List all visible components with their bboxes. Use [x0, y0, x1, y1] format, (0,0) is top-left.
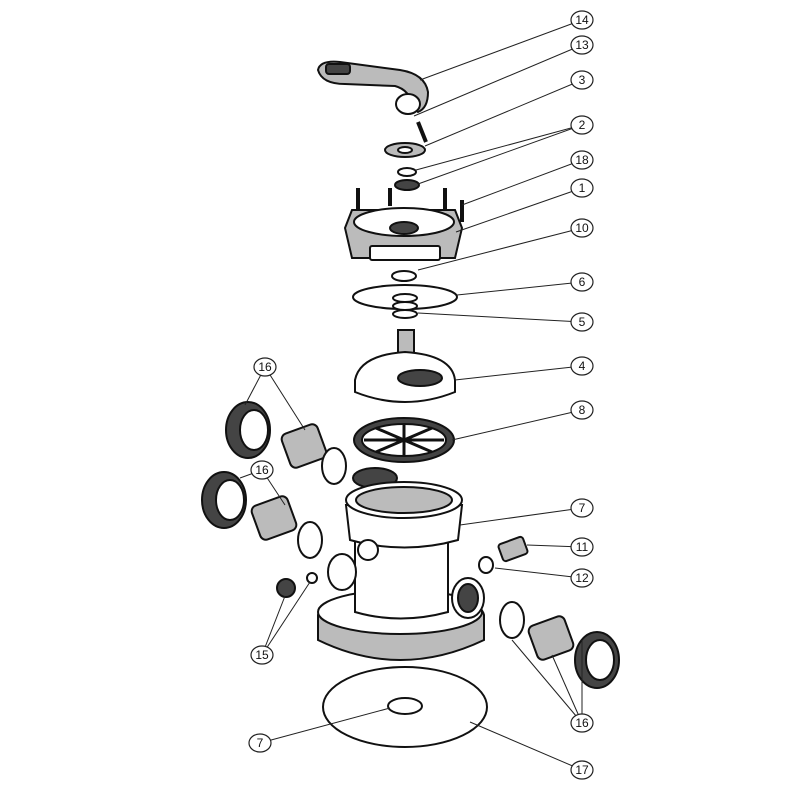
- part-o-ring: [397, 167, 417, 177]
- callout-circle: [570, 537, 594, 557]
- leader-line: [551, 654, 583, 724]
- leader-line: [261, 595, 286, 656]
- part-washer: [384, 142, 426, 158]
- part-spring: [392, 293, 418, 319]
- callout-label: 3: [579, 73, 586, 87]
- leader-line: [417, 312, 583, 323]
- part-o-ring: [394, 179, 420, 191]
- part-union-right: [499, 601, 620, 689]
- part-drain-fitting: [478, 535, 529, 574]
- callout-circle: [570, 568, 594, 588]
- callout-label: 16: [255, 463, 269, 477]
- part-screws: [356, 188, 464, 222]
- callout-label: 14: [575, 13, 589, 27]
- part-valve-body: [317, 467, 485, 661]
- callout-circle: [570, 400, 594, 420]
- callout-circle: [570, 272, 594, 292]
- part-union-middle: [201, 471, 323, 559]
- leader-line: [511, 639, 583, 724]
- leader-line: [417, 227, 583, 271]
- leader-line: [417, 124, 583, 185]
- leader-line: [415, 124, 583, 171]
- callout-label: 13: [575, 38, 589, 52]
- leader-line: [261, 581, 311, 656]
- callout-circle: [250, 645, 274, 665]
- part-union-upper: [225, 401, 347, 485]
- leader-line: [419, 19, 583, 81]
- part-seal-ring: [391, 270, 417, 282]
- callout-label: 18: [575, 153, 589, 167]
- callout-label: 11: [576, 540, 589, 554]
- callout-label: 1: [579, 181, 586, 195]
- callout-circle: [570, 312, 594, 332]
- callout-label: 15: [255, 648, 269, 662]
- callout-circle: [570, 760, 594, 780]
- leader-line: [456, 281, 583, 296]
- callout-label: 16: [258, 360, 272, 374]
- part-rotor: [354, 329, 456, 403]
- callout-circle: [570, 10, 594, 30]
- callout-circle: [570, 70, 594, 90]
- callout-label: 7: [257, 736, 264, 750]
- leader-line: [454, 365, 583, 381]
- leader-line: [451, 409, 583, 441]
- part-cover: [343, 207, 464, 261]
- leader-line: [413, 44, 583, 117]
- callout-circle: [248, 733, 272, 753]
- callout-label: 6: [579, 275, 586, 289]
- callout-circle: [253, 357, 277, 377]
- part-plug: [276, 572, 318, 598]
- part-handle: [316, 60, 430, 115]
- leader-line: [461, 159, 583, 206]
- callout-label: 16: [575, 716, 589, 730]
- leader-line: [494, 567, 583, 579]
- callout-circle: [570, 178, 594, 198]
- callout-circle: [570, 150, 594, 170]
- leader-line: [424, 79, 583, 147]
- leader-line: [264, 366, 306, 431]
- leader-line: [459, 507, 583, 526]
- callout-circle: [570, 713, 594, 733]
- callout-label: 5: [579, 315, 586, 329]
- callout-label: 10: [575, 221, 589, 235]
- callout-circle: [250, 460, 274, 480]
- part-pin: [416, 121, 428, 143]
- leader-line: [469, 721, 583, 771]
- leader-line: [259, 707, 391, 744]
- callout-circle: [570, 35, 594, 55]
- callout-circle: [570, 218, 594, 238]
- part-small-o-ring: [387, 697, 423, 715]
- callout-circle: [570, 115, 594, 135]
- callout-label: 12: [575, 571, 589, 585]
- callout-label: 8: [579, 403, 586, 417]
- callout-label: 4: [579, 359, 586, 373]
- part-spider-gasket: [353, 417, 455, 463]
- callout-circle: [570, 356, 594, 376]
- callout-label: 7: [579, 501, 586, 515]
- callout-label: 2: [579, 118, 586, 132]
- callout-label: 17: [575, 763, 589, 777]
- leader-line: [455, 187, 583, 233]
- callout-circle: [570, 498, 594, 518]
